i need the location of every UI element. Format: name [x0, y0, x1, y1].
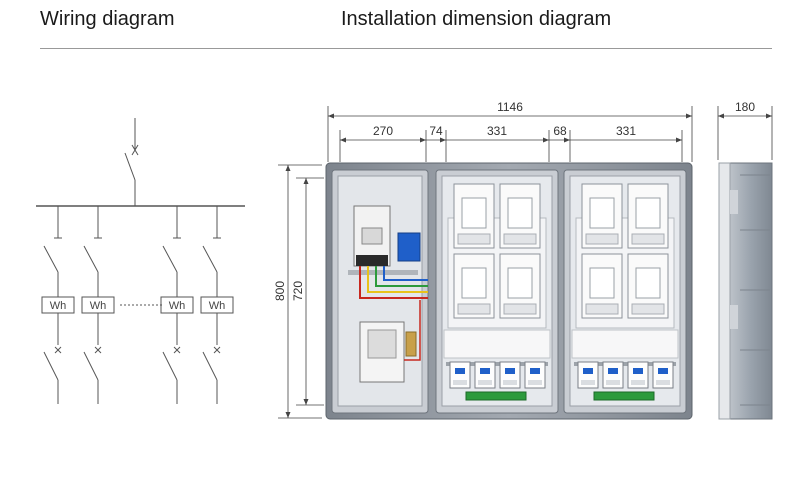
dim-depth: 180 [735, 100, 755, 114]
dimension-values: 1146 270 74 331 68 331 180 800 720 [273, 100, 755, 301]
enclosure-front-view [325, 162, 693, 420]
meter-compartment-2 [563, 169, 687, 414]
mcb-breaker [652, 361, 674, 389]
dimension-lines [278, 106, 773, 419]
mcb-breaker [449, 361, 471, 389]
meter-labels: Wh Wh Wh Wh [50, 300, 226, 312]
enclosure-side-view [718, 162, 773, 420]
dim-total-width: 1146 [497, 100, 523, 114]
wiring-diagram-heading: Wiring diagram [40, 8, 175, 30]
mcb-breaker [577, 361, 599, 389]
terminal-block [397, 232, 421, 262]
meter-label-1: Wh [50, 300, 67, 312]
dim-seg4: 68 [553, 124, 567, 138]
dim-seg2: 74 [429, 124, 443, 138]
mcb-breaker [602, 361, 624, 389]
dim-height-inner: 720 [291, 281, 305, 301]
meter-slot [453, 183, 495, 249]
meter-label-4: Wh [209, 300, 226, 312]
installation-diagram-heading: Installation dimension diagram [341, 8, 612, 30]
dim-seg3: 331 [487, 124, 507, 138]
wire-yellow [367, 266, 428, 293]
meter-slot [499, 183, 541, 249]
meter-label-3: Wh [169, 300, 186, 312]
mcb-breaker [524, 361, 546, 389]
mcb-breaker [499, 361, 521, 389]
wire-green [375, 266, 428, 287]
meter-slot [627, 183, 669, 249]
meter-slot [499, 253, 541, 319]
main-switch [124, 118, 139, 206]
wiring-diagram [36, 118, 245, 404]
meter-slot [627, 253, 669, 319]
meter-slot [581, 253, 623, 319]
header-divider [40, 48, 772, 49]
mcb-breaker [474, 361, 496, 389]
dim-seg5: 331 [616, 124, 636, 138]
meter-label-2: Wh [90, 300, 107, 312]
dim-height-outer: 800 [273, 281, 287, 301]
branch-circuit-1 [41, 206, 75, 404]
main-breaker-compartment [331, 169, 429, 414]
meter-slot [453, 253, 495, 319]
mcb-breaker [627, 361, 649, 389]
branch-circuit-2 [81, 206, 115, 404]
dim-seg1: 270 [373, 124, 393, 138]
dimension-arrows [285, 113, 772, 418]
branch-circuit-4 [200, 206, 234, 404]
meter-slot [581, 183, 623, 249]
meter-compartment-1 [435, 169, 559, 414]
wire-red [359, 266, 428, 299]
